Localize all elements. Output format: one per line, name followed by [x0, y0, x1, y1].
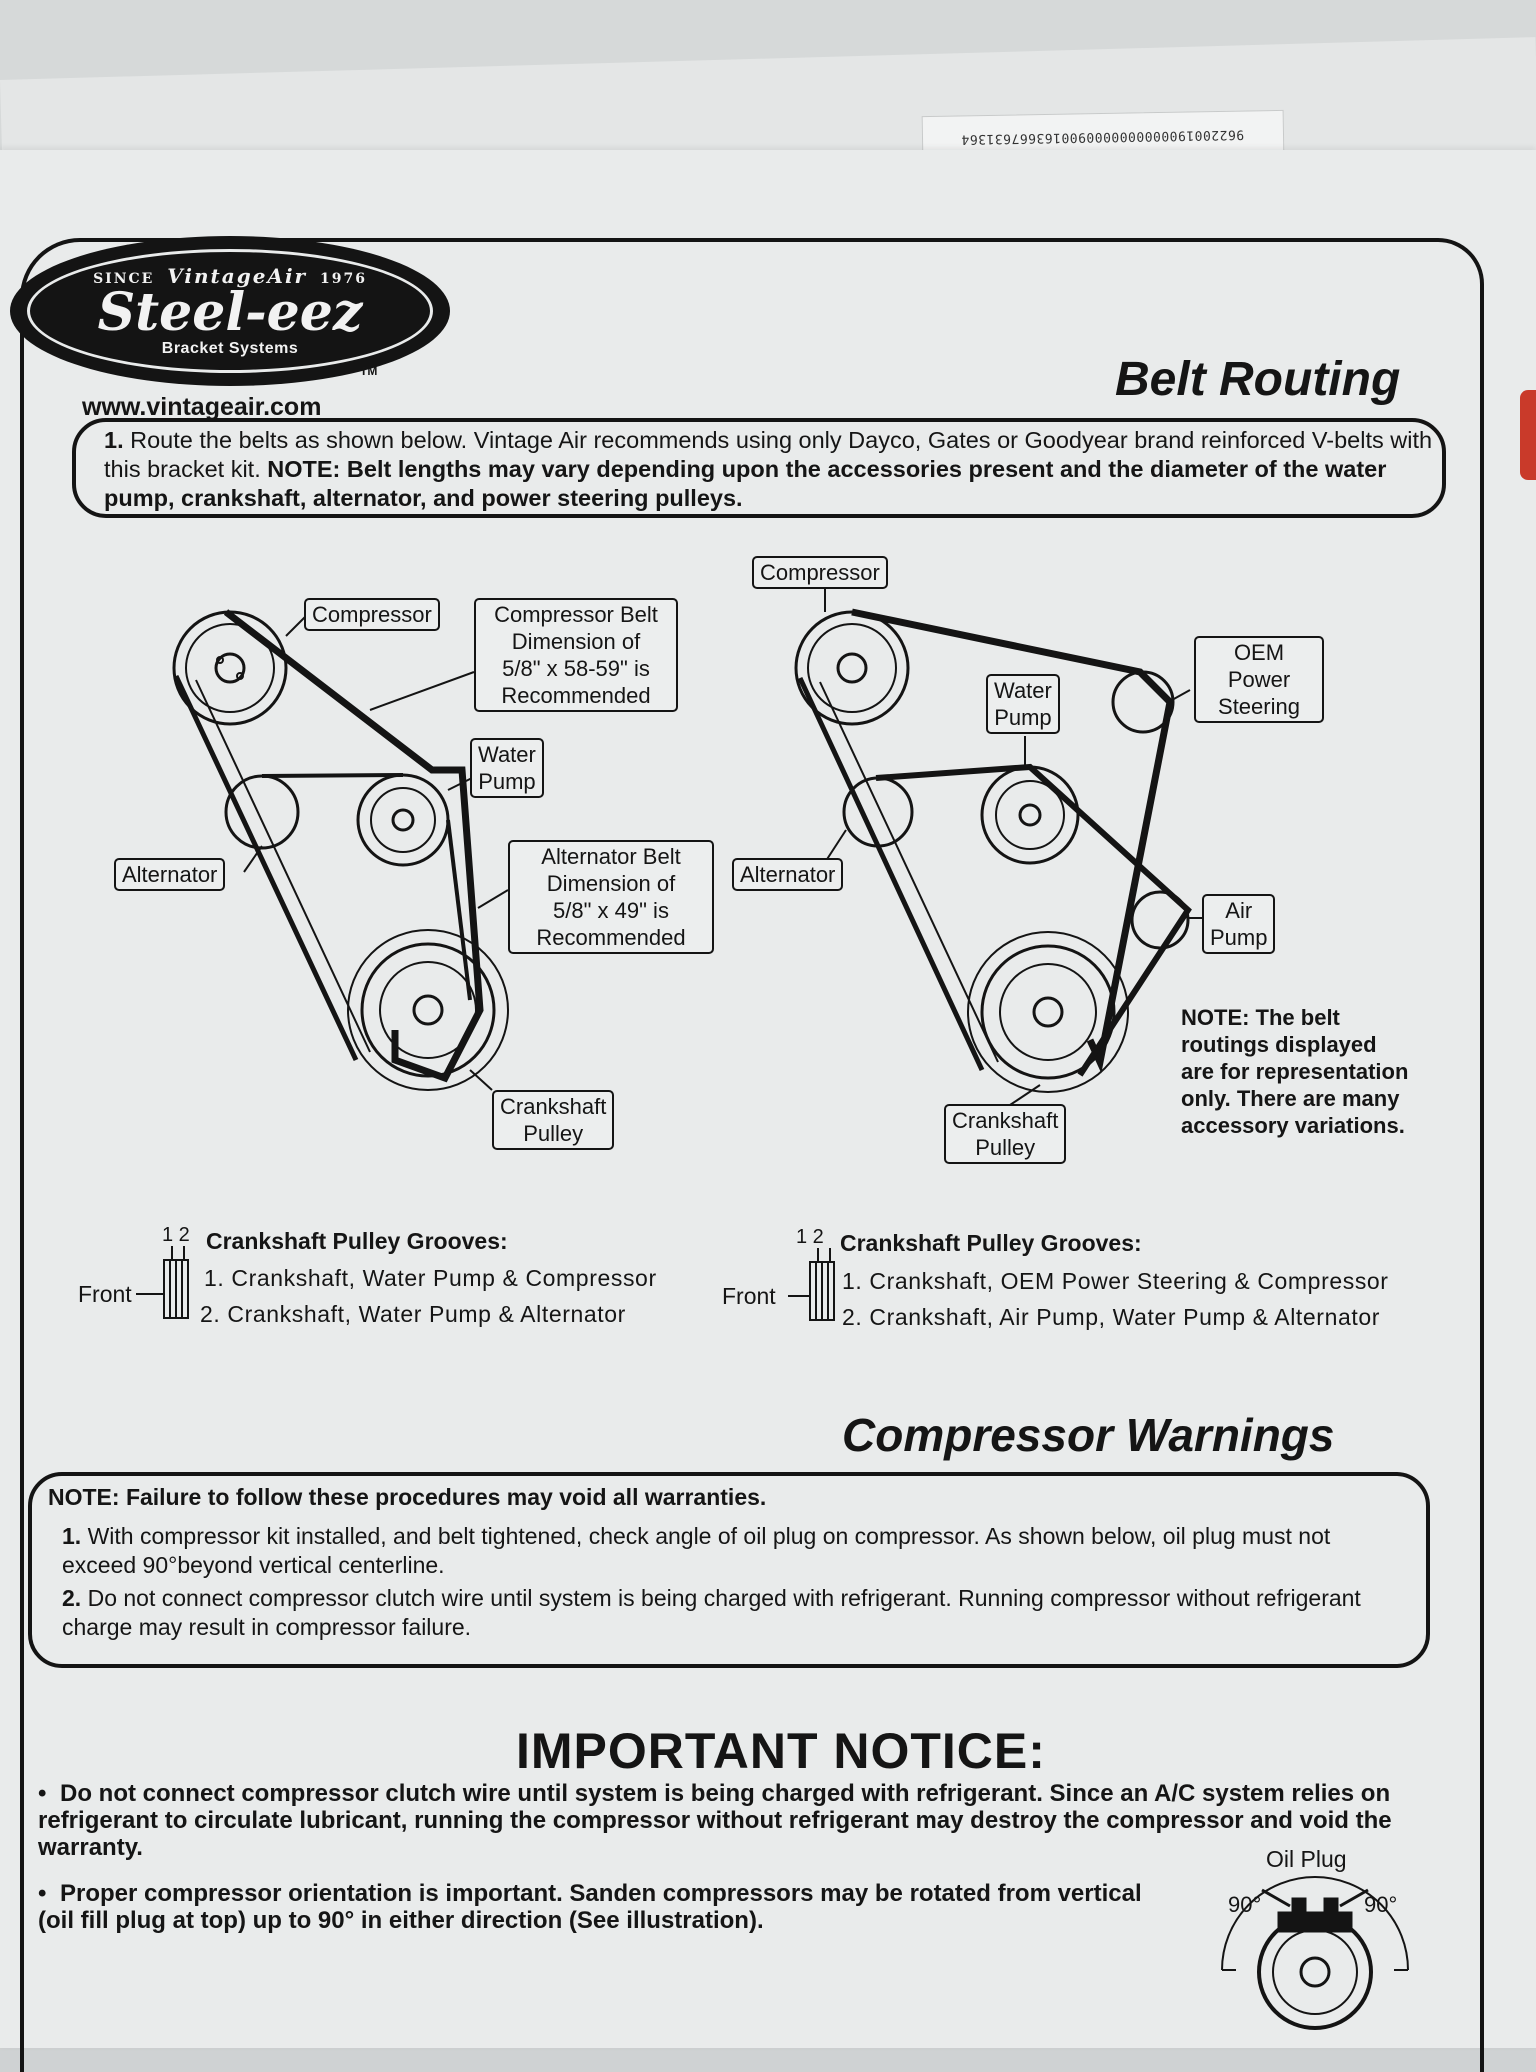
step-text: 1. Route the belts as shown below. Vinta…: [104, 426, 1434, 513]
instruction-sheet: [0, 150, 1536, 2048]
right-crankshaft-label: Crankshaft Pulley: [944, 1104, 1067, 1164]
logo-sub: Bracket Systems: [161, 340, 299, 357]
warning-item-1: 1. With compressor kit installed, and be…: [62, 1523, 1331, 1578]
right-alternator-belt: [875, 763, 1192, 1077]
left-compressor-hub: [214, 652, 246, 684]
notice-item-1: •Do not connect compressor clutch wire u…: [38, 1780, 1392, 1861]
front-label-right: Front: [722, 1283, 776, 1309]
steel-eez-logo: SINCE VintageAir 1976 Steel-eez Bracket …: [10, 236, 450, 386]
notice-item-2: •Proper compressor orientation is import…: [38, 1880, 1142, 1934]
logo-brand: VintageAir: [167, 264, 308, 288]
left-alternator-belt: [173, 674, 359, 1062]
left-alternator-belt-label: Alternator Belt Dimension of 5/8" x 49" …: [508, 840, 714, 954]
warning-item-2: 2. Do not connect compressor clutch wire…: [62, 1585, 1361, 1640]
warnings-note: NOTE: Failure to follow these procedures…: [48, 1484, 767, 1510]
left-crank-pulley: [360, 942, 496, 1078]
diagram-note: NOTE: The belt routings displayed are fo…: [1181, 1005, 1409, 1138]
groove-numbers-left: 1 2: [162, 1224, 190, 1246]
logo-year: 1976: [319, 271, 367, 287]
left-alternator-pulley: [224, 774, 300, 850]
warnings-box: [28, 1472, 1430, 1668]
left-compressor-belt-label: Compressor Belt Dimension of 5/8" x 58-5…: [474, 598, 678, 712]
grooves-item-right-2: 2. Crankshaft, Air Pump, Water Pump & Al…: [842, 1304, 1380, 1330]
logo-name: Steel-eez: [97, 282, 363, 343]
left-angle-label: 90°: [1228, 1892, 1262, 1917]
step-box: [72, 418, 1446, 518]
step-number: 1.: [104, 427, 124, 453]
front-label-left: Front: [78, 1281, 132, 1307]
right-angle-label: 90°: [1364, 1892, 1398, 1917]
compressor-warnings-title: Compressor Warnings: [842, 1409, 1335, 1461]
belt-routing-title: Belt Routing: [1115, 353, 1401, 406]
website-url: www.vintageair.com: [82, 393, 322, 421]
left-compressor-pulley-rim: [185, 623, 275, 713]
logo-since: SINCE: [93, 271, 155, 287]
grooves-item-left-2: 2. Crankshaft, Water Pump & Alternator: [200, 1301, 626, 1327]
page-frame: [20, 238, 1484, 2072]
logo-inner-ring: SINCE VintageAir 1976 Steel-eez Bracket …: [27, 249, 433, 373]
right-air-pump-label: Air Pump: [1202, 894, 1276, 954]
left-water-pump-label: Water Pump: [470, 738, 544, 798]
left-alternator-label: Alternator: [114, 858, 226, 891]
step-instruction: Route the belts as shown below. Vintage …: [104, 427, 1433, 482]
right-alternator-pulley: [842, 776, 914, 848]
grooves-item-right-1: 1. Crankshaft, OEM Power Steering & Comp…: [842, 1268, 1389, 1294]
groove-icon-right: [788, 1248, 835, 1321]
right-power-steering-label: OEM Power Steering: [1194, 636, 1324, 723]
groove-icon-left: [136, 1246, 189, 1319]
oil-plug-label: Oil Plug: [1266, 1846, 1347, 1872]
grooves-heading-right: Crankshaft Pulley Grooves:: [840, 1230, 1142, 1256]
left-compressor-label: Compressor: [304, 598, 440, 631]
left-crank-damper: [347, 929, 509, 1091]
right-compressor-label: Compressor: [752, 556, 888, 589]
red-tab: [1520, 390, 1536, 480]
left-crankshaft-label: Crankshaft Pulley: [492, 1090, 615, 1150]
important-notice-title: IMPORTANT NOTICE:: [516, 1723, 1046, 1779]
right-alternator-label: Alternator: [732, 858, 844, 891]
grooves-item-left-1: 1. Crankshaft, Water Pump & Compressor: [204, 1265, 657, 1291]
right-water-pump-label: Water Pump: [986, 674, 1060, 734]
oil-plug-illustration: [1221, 1876, 1409, 2030]
logo-tm: TM: [360, 364, 378, 378]
groove-numbers-right: 1 2: [796, 1226, 824, 1248]
right-crank-damper: [967, 931, 1129, 1093]
grooves-heading-left: Crankshaft Pulley Grooves:: [206, 1228, 508, 1254]
step-note: NOTE: Belt lengths may vary depending up…: [104, 456, 1387, 511]
left-compressor-belt: [223, 609, 484, 1083]
